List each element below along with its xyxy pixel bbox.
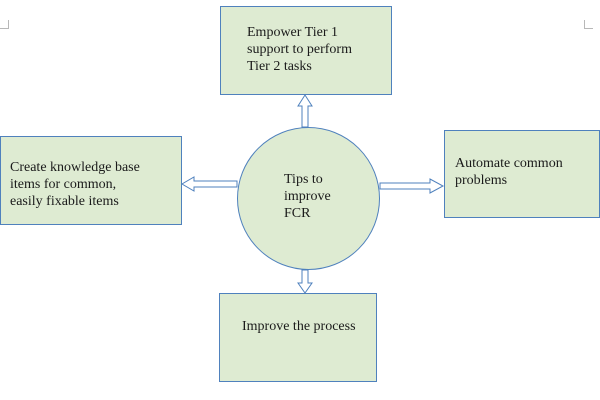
hub-text-line: improve (284, 189, 331, 204)
page-corner-mark (584, 20, 593, 29)
node-text-line: support to perform (247, 42, 352, 57)
node-text-line: problems (455, 173, 508, 188)
node-text-line: Create knowledge base (10, 160, 140, 175)
hub-circle: Tips to improve FCR (237, 127, 380, 270)
node-text-line: Automate common (455, 156, 563, 171)
node-text-line: Improve the process (242, 319, 356, 334)
hub-text-line: FCR (284, 206, 311, 221)
node-text-line: Empower Tier 1 (247, 25, 338, 40)
node-text-line: easily fixable items (10, 194, 119, 209)
hub-text-line: Tips to (284, 172, 323, 187)
arrow-left (181, 176, 238, 192)
arrow-up (297, 94, 313, 128)
node-automate-problems: Automate common problems (444, 130, 600, 218)
node-knowledge-base: Create knowledge base items for common, … (0, 136, 182, 225)
page-corner-mark (0, 20, 9, 29)
arrow-right (379, 178, 445, 194)
node-text-line: items for common, (10, 177, 117, 192)
node-text-line: Tier 2 tasks (247, 59, 312, 74)
node-improve-process: Improve the process (219, 293, 377, 382)
arrow-down (297, 269, 313, 294)
node-empower-tier1: Empower Tier 1 support to perform Tier 2… (220, 6, 392, 95)
